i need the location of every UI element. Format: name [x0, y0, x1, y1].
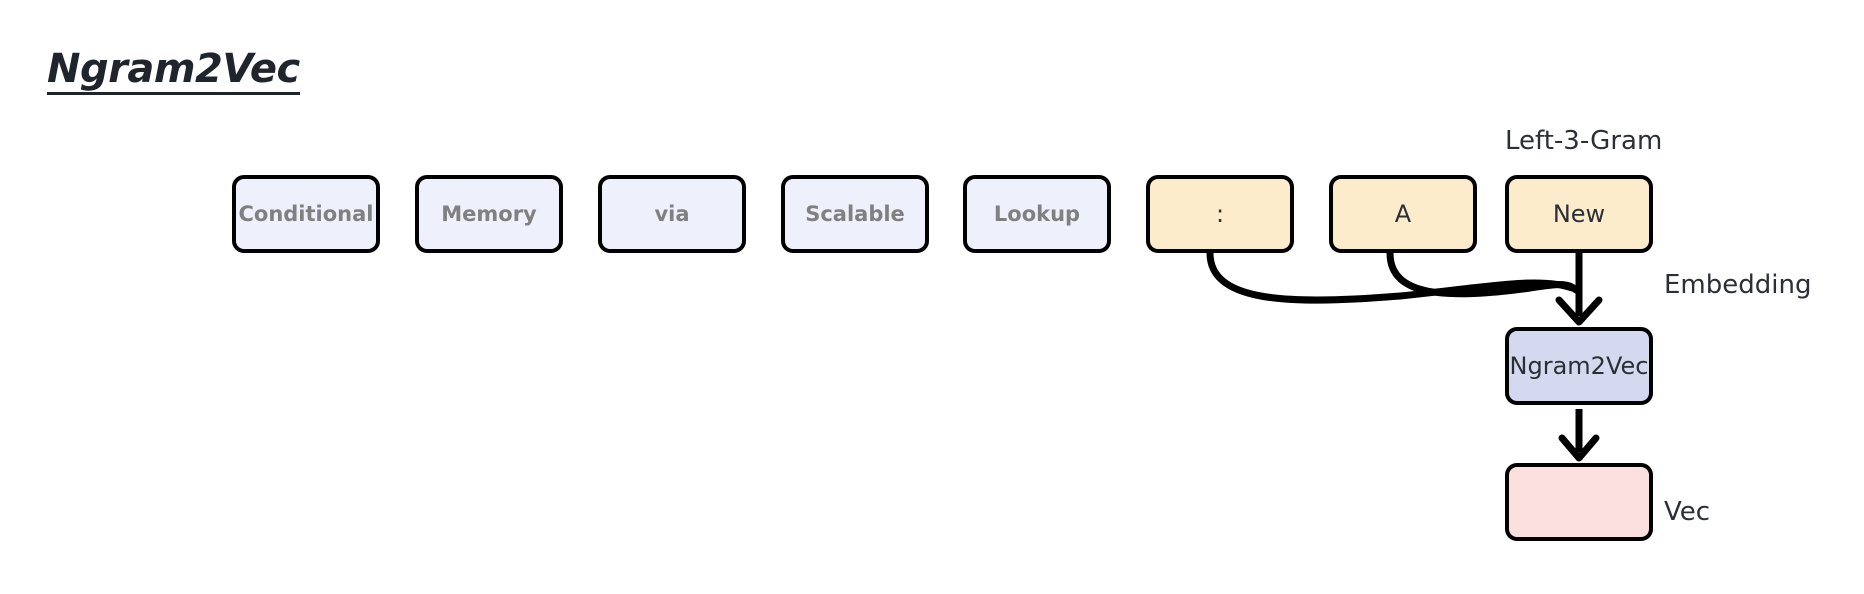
token-box-lookup[interactable]: Lookup [963, 175, 1111, 253]
arrowhead-into-vec [1558, 434, 1600, 462]
token-label: Lookup [993, 201, 1081, 226]
vec-label: Vec [1664, 497, 1711, 527]
gram-label: : [1215, 200, 1225, 228]
token-label: Scalable [805, 201, 905, 226]
token-label: Memory [441, 201, 537, 226]
page-title: Ngram2Vec [47, 48, 300, 95]
gram-box-new[interactable]: New [1505, 175, 1653, 253]
arrowhead-into-ngram2vec [1555, 296, 1603, 326]
token-label: via [654, 201, 690, 226]
model-box-label: Ngram2Vec [1509, 352, 1649, 380]
embedding-label: Embedding [1664, 270, 1812, 300]
token-box-conditional[interactable]: Conditional [232, 175, 380, 253]
token-box-scalable[interactable]: Scalable [781, 175, 929, 253]
gram-box-a[interactable]: A [1329, 175, 1477, 253]
token-label: Conditional [238, 201, 374, 226]
gram-box-colon[interactable]: : [1146, 175, 1294, 253]
curved-arrow-from-colon [1206, 249, 1576, 304]
left-3-gram-label: Left-3-Gram [1505, 126, 1663, 156]
gram-label: New [1552, 200, 1606, 228]
token-box-memory[interactable]: Memory [415, 175, 563, 253]
token-box-via[interactable]: via [598, 175, 746, 253]
vec-output-box[interactable] [1505, 463, 1653, 541]
curved-arrow-from-a [1386, 249, 1580, 298]
ngram2vec-model-box[interactable]: Ngram2Vec [1505, 327, 1653, 405]
gram-label: A [1394, 200, 1412, 228]
